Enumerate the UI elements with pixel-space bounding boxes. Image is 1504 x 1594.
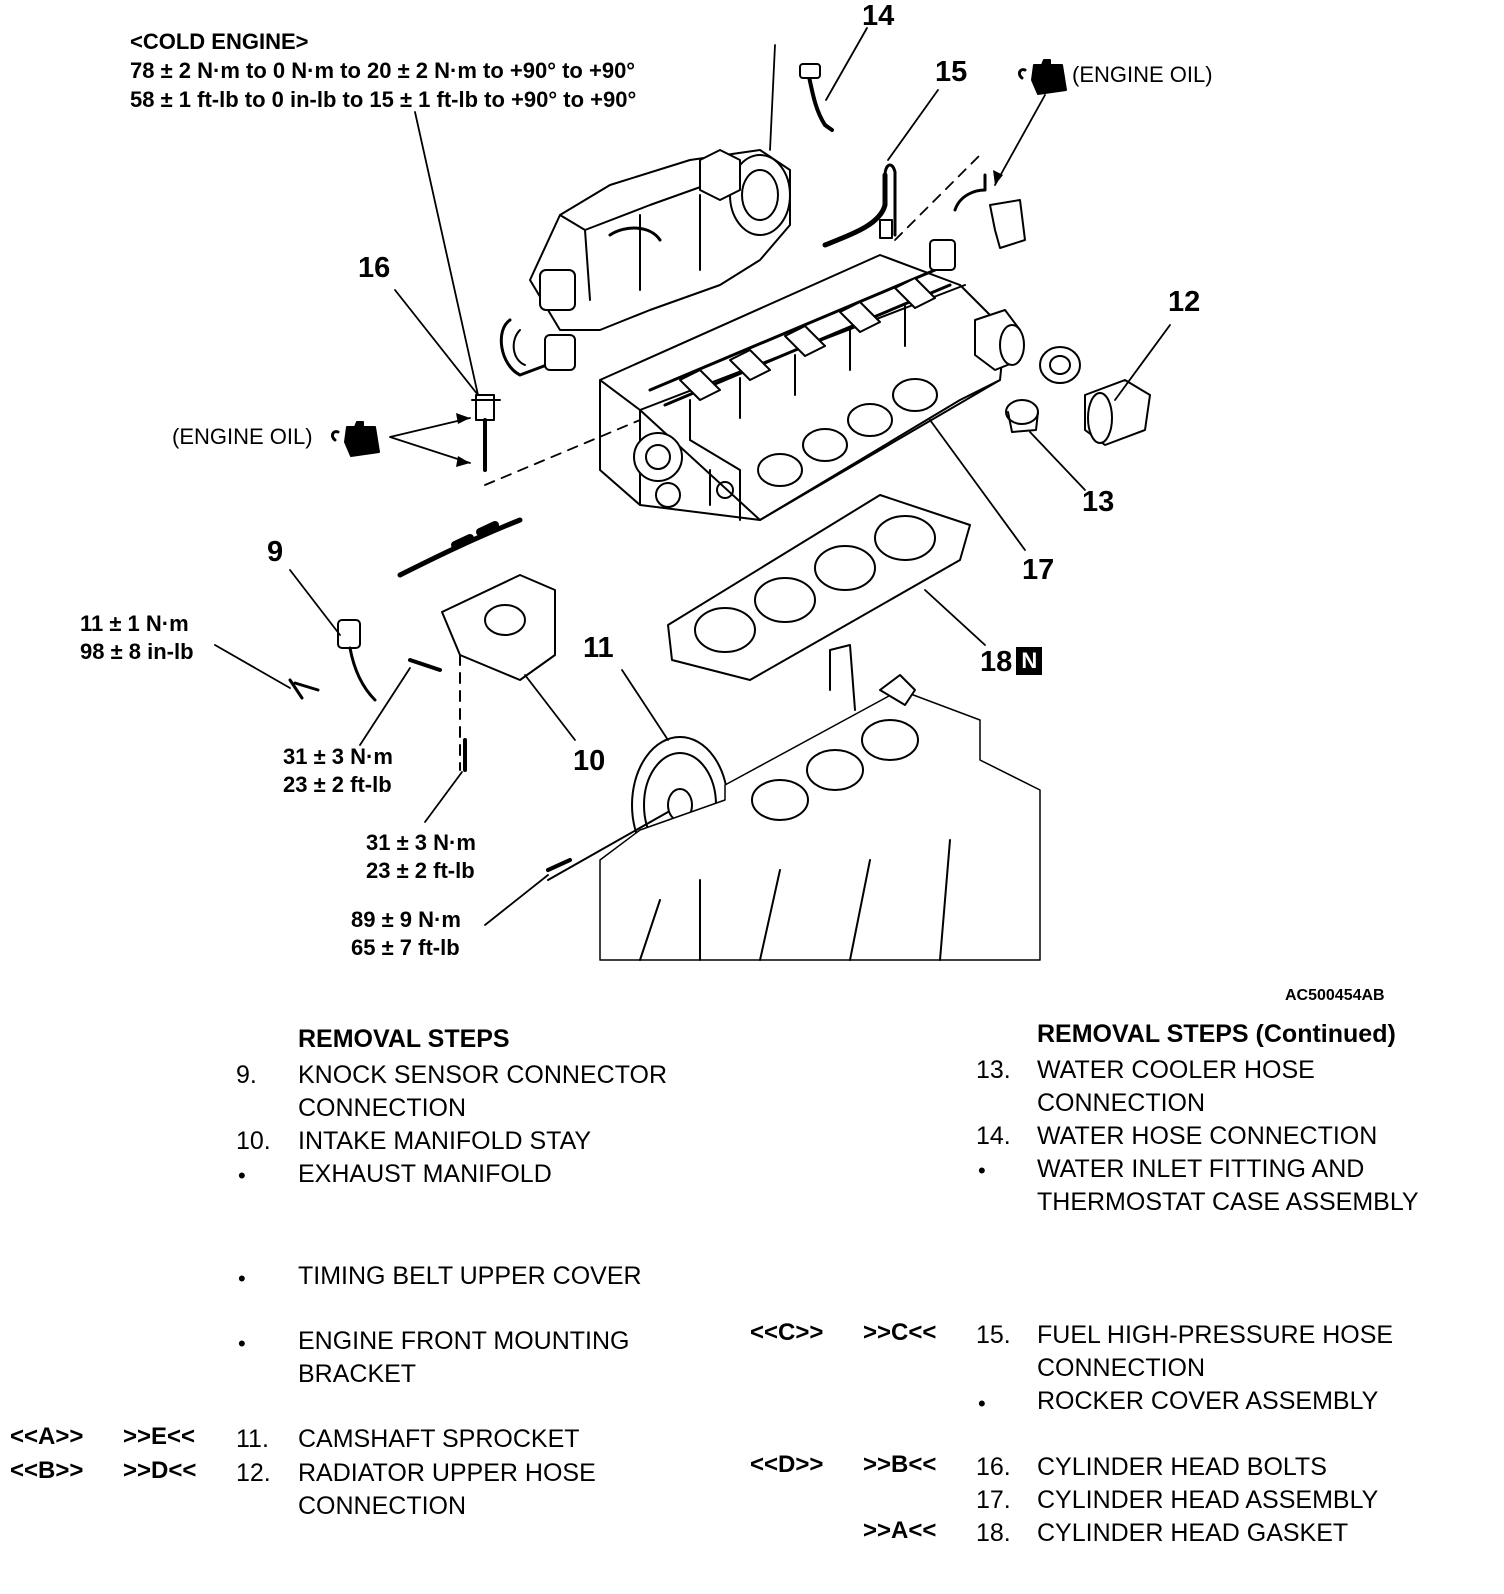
step-number: 18. [976,1519,1011,1547]
callout-9: 9 [267,536,284,568]
step-text: ENGINE FRONT MOUNTING [298,1327,630,1355]
step-number: 9. [236,1061,257,1089]
step-number: 15. [976,1321,1011,1349]
engine-oil-label: (ENGINE OIL) [172,424,313,449]
step-text: CONNECTION [298,1094,467,1122]
bullet: • [238,1163,246,1188]
bullet: • [238,1266,246,1291]
stay-bolt-torque: 31 ± 3 N·m 23 ± 2 ft-lb [283,743,393,799]
installation-ref: >>E<< [123,1423,196,1450]
step-text: BRACKET [298,1360,417,1388]
removal-ref: <<B>> [10,1457,84,1484]
removal-steps-header: REMOVAL STEPS [298,1025,510,1053]
cylinder-block-drawing [599,644,1041,961]
step-text: WATER COOLER HOSE [1037,1056,1315,1084]
figure-code: AC500454AB [1285,987,1385,1004]
removal-ref: <<C>> [750,1319,824,1346]
step-text: CYLINDER HEAD GASKET [1037,1519,1349,1547]
torque-metric: 89 ± 9 N·m [351,907,461,932]
removal-steps-continued-header: REMOVAL STEPS (Continued) [1037,1020,1396,1048]
callout-10: 10 [573,745,606,777]
cold-engine-title: <COLD ENGINE> [130,29,309,54]
installation-ref: >>B<< [863,1451,937,1478]
engine-oil-can-icon [330,421,380,457]
callout-15: 15 [935,56,968,88]
step-text: FUEL HIGH-PRESSURE HOSE [1037,1321,1394,1349]
engine-illustration [214,27,1171,961]
intake-manifold-stay-drawing [408,574,556,772]
torque-imperial: 23 ± 2 ft-lb [366,858,475,883]
callout-16: 16 [358,252,391,284]
arrowheads [456,170,1003,467]
step-text: CONNECTION [1037,1354,1206,1382]
torque-metric: 31 ± 3 N·m [283,744,393,769]
knock-sensor-torque: 11 ± 1 N·m 98 ± 8 in-lb [80,610,194,666]
step-text: RADIATOR UPPER HOSE [298,1459,596,1487]
step-text: CONNECTION [298,1492,467,1520]
torque-spec-metric: 78 ± 2 N·m to 0 N·m to 20 ± 2 N·m to +90… [130,58,636,83]
leader-lines [214,27,1171,926]
installation-ref: >>C<< [863,1319,937,1346]
water-cooler-hose-drawing [1005,399,1039,433]
callout-13: 13 [1082,486,1115,518]
bullet: • [238,1331,246,1356]
callout-14: 14 [862,0,895,32]
bullet: • [978,1391,986,1416]
sprocket-bolt-torque: 89 ± 9 N·m 65 ± 7 ft-lb [351,906,461,962]
step-text: INTAKE MANIFOLD STAY [298,1127,592,1155]
knock-sensor-drawing [288,517,523,702]
cylinder-head-gasket-drawing [667,494,971,681]
torque-spec-imperial: 58 ± 1 ft-lb to 0 in-lb to 15 ± 1 ft-lb … [130,87,637,112]
step-text: CAMSHAFT SPROCKET [298,1425,580,1453]
step-number: 12. [236,1459,271,1487]
step-text: CONNECTION [1037,1089,1206,1117]
step-text: WATER HOSE CONNECTION [1037,1122,1378,1150]
callout-17: 17 [1022,554,1055,586]
installation-ref: >>A<< [863,1517,937,1544]
callout-12: 12 [1168,286,1201,318]
step-text: CYLINDER HEAD BOLTS [1037,1453,1327,1481]
cylinder-head-bolt-drawing [471,394,501,472]
torque-imperial: 23 ± 2 ft-lb [283,772,392,797]
step-text: ROCKER COVER ASSEMBLY [1037,1387,1379,1415]
step-number: 16. [976,1453,1011,1481]
step-number: 14. [976,1122,1011,1150]
step-text: EXHAUST MANIFOLD [298,1160,552,1188]
torque-imperial: 98 ± 8 in-lb [80,639,194,664]
step-text: KNOCK SENSOR CONNECTOR [298,1061,668,1089]
step-text: WATER INLET FITTING AND [1037,1155,1365,1183]
stay-bolt-torque: 31 ± 3 N·m 23 ± 2 ft-lb [366,829,476,885]
non-reusable-badge: N [1016,647,1043,675]
step-text: THERMOSTAT CASE ASSEMBLY [1037,1188,1419,1216]
removal-ref: <<A>> [10,1423,84,1450]
torque-metric: 31 ± 3 N·m [366,830,476,855]
engine-oil-label: (ENGINE OIL) [1072,62,1213,87]
callout-18-number: 18 [980,646,1013,678]
torque-metric: 11 ± 1 N·m [80,611,189,636]
torque-imperial: 65 ± 7 ft-lb [351,935,460,960]
step-number: 17. [976,1486,1011,1514]
callout-11: 11 [583,632,614,664]
step-number: 10. [236,1127,271,1155]
bullet: • [978,1158,986,1183]
installation-ref: >>D<< [123,1457,197,1484]
step-number: 13. [976,1056,1011,1084]
engine-oil-can-icon [1017,59,1067,95]
radiator-upper-hose-drawing [1039,346,1151,446]
cylinder-head-assembly-drawing [499,63,1026,521]
removal-ref: <<D>> [750,1451,824,1478]
step-text: TIMING BELT UPPER COVER [298,1262,642,1290]
step-text: CYLINDER HEAD ASSEMBLY [1037,1486,1379,1514]
step-number: 11. [236,1425,269,1453]
